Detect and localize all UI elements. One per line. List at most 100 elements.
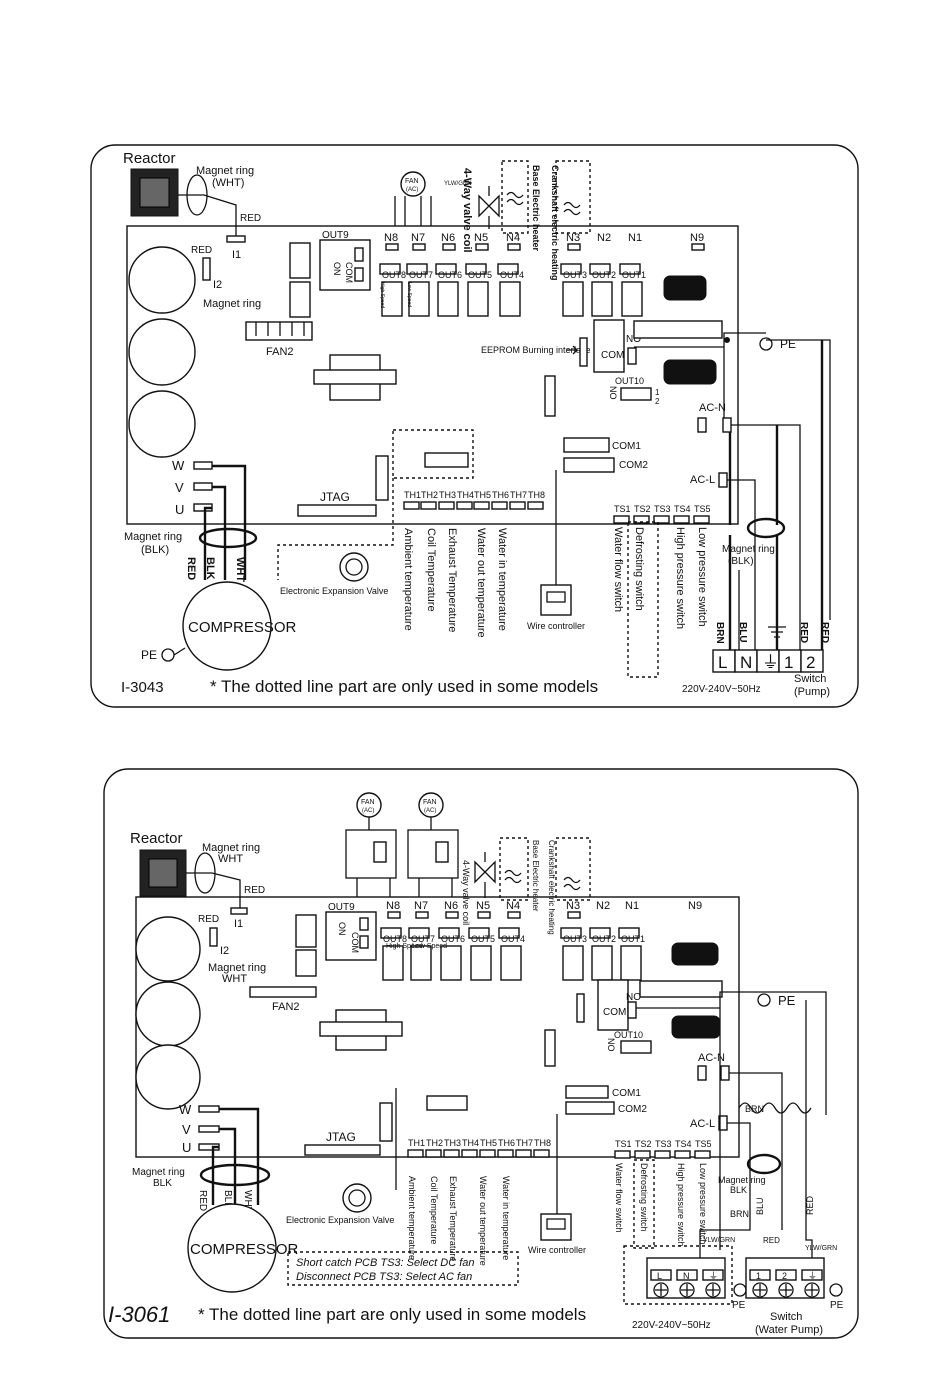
- fan-ac-text: (AC): [424, 808, 436, 814]
- no2-label: NO: [608, 386, 618, 400]
- reactor-core: [148, 858, 178, 888]
- relay-bar: [639, 980, 723, 998]
- terminal-cell: [801, 1269, 823, 1281]
- out-relay: [382, 945, 404, 981]
- w-label: W: [179, 1102, 192, 1117]
- eeprom-label: EEPROM Burning interface: [481, 345, 591, 355]
- n-label: N1: [628, 232, 642, 244]
- ts-label: TS5: [695, 1139, 712, 1149]
- n-terminal: [567, 911, 581, 919]
- relay-pin: [354, 247, 364, 262]
- magnet-ring-blk-color: BLK: [153, 1178, 172, 1189]
- i1-label: I1: [234, 918, 243, 930]
- relay-block: [295, 949, 317, 977]
- terminal-label: 1: [784, 653, 793, 672]
- com2-label: COM2: [619, 460, 648, 471]
- arrow-icon: [567, 345, 578, 355]
- ts-label: TS1: [615, 1139, 632, 1149]
- reactor-label: Reactor: [123, 150, 176, 167]
- screw-icon: [679, 1282, 695, 1298]
- ground-icon: [829, 1283, 843, 1297]
- red-label: RED: [798, 622, 809, 643]
- terminal-label: L: [657, 1271, 662, 1281]
- ac-l-label: AC-L: [690, 1118, 715, 1130]
- relay-block: [295, 914, 317, 948]
- wire-controller-icon: [540, 584, 572, 616]
- relay-no-com: [593, 319, 625, 373]
- heater-coil-icon: [563, 201, 581, 209]
- com-label: COM: [350, 932, 360, 953]
- n-terminal: [387, 911, 401, 919]
- no2-label: NO: [606, 1038, 616, 1052]
- terminal-label: ⏚: [709, 1271, 718, 1281]
- power-wires: [699, 991, 827, 1262]
- chip: [379, 1102, 393, 1142]
- ts-label: TS5: [694, 504, 711, 514]
- eev-icon-inner: [345, 558, 363, 576]
- n-label: N5: [474, 232, 488, 244]
- sensor-label: Water in temperature: [496, 528, 508, 631]
- red-wire-label-3: RED: [185, 557, 197, 580]
- out-relay: [408, 281, 430, 317]
- out-relay: [562, 281, 584, 317]
- relay-pin: [627, 347, 637, 365]
- jtag-label: JTAG: [320, 490, 350, 504]
- fan-ac-text: FAN: [423, 799, 437, 806]
- screw-slot: [681, 1284, 693, 1296]
- junction: [724, 337, 730, 343]
- th-label: TH7: [516, 1138, 533, 1148]
- magnet-ring-label-2: Magnet ring: [208, 962, 266, 974]
- th-label: TH6: [492, 490, 509, 500]
- com-label: COM: [344, 262, 354, 283]
- v-connector: [193, 482, 213, 491]
- magnet-ring-right-color: (BLK): [728, 556, 754, 567]
- n-label: N6: [441, 232, 455, 244]
- n-terminal: [412, 243, 426, 251]
- magnet-ring-right-icon: [746, 1153, 782, 1175]
- magnet-ring-right-label: Magnet ring: [722, 544, 775, 555]
- ac-n-terminal: [722, 417, 732, 433]
- ac-n-label: AC-N: [699, 402, 726, 414]
- relay-bar: [633, 320, 723, 339]
- terminal-cell: [749, 1269, 771, 1281]
- i2-label: I2: [213, 279, 222, 291]
- magnet-ring-right-label: Magnet ring: [718, 1175, 766, 1185]
- w-connector: [193, 461, 213, 470]
- v-label: V: [182, 1122, 191, 1137]
- red-wire-label: RED: [197, 1190, 208, 1211]
- out-terminal: [380, 927, 402, 939]
- terminal-label: 2: [782, 1271, 787, 1281]
- th-connector: [425, 1149, 442, 1158]
- th-connector: [497, 1149, 514, 1158]
- diagram-i3043: Reactor Magnet ring (WHT) RED I1 RED I2 …: [90, 144, 859, 708]
- low-speed-label: Low Speed: [412, 943, 447, 950]
- th-label: TH3: [439, 490, 456, 500]
- ts-connector: [693, 515, 710, 524]
- red-label: RED: [819, 622, 830, 643]
- th-connector: [515, 1149, 532, 1158]
- out-relay: [591, 281, 613, 317]
- out-relay: [620, 945, 642, 981]
- ts-label: TS4: [674, 504, 691, 514]
- eev-icon: [342, 1183, 372, 1213]
- capacitor-circle: [135, 916, 201, 982]
- pin-1-label: 1: [655, 388, 660, 397]
- out-label: OUT7: [411, 934, 435, 944]
- out-label: OUT8: [383, 934, 407, 944]
- pcb-board: [126, 225, 739, 525]
- n-terminal: [507, 243, 521, 251]
- th-label: TH4: [457, 490, 474, 500]
- ylw-grn-label: YLW/GRN: [444, 181, 472, 187]
- fan2-label: FAN2: [272, 1001, 300, 1013]
- compressor-wires: [203, 464, 247, 580]
- n-label: N4: [506, 900, 520, 912]
- out9-label: OUT9: [328, 902, 355, 913]
- relay-black: [663, 359, 717, 385]
- red-label-2: RED: [763, 1236, 780, 1245]
